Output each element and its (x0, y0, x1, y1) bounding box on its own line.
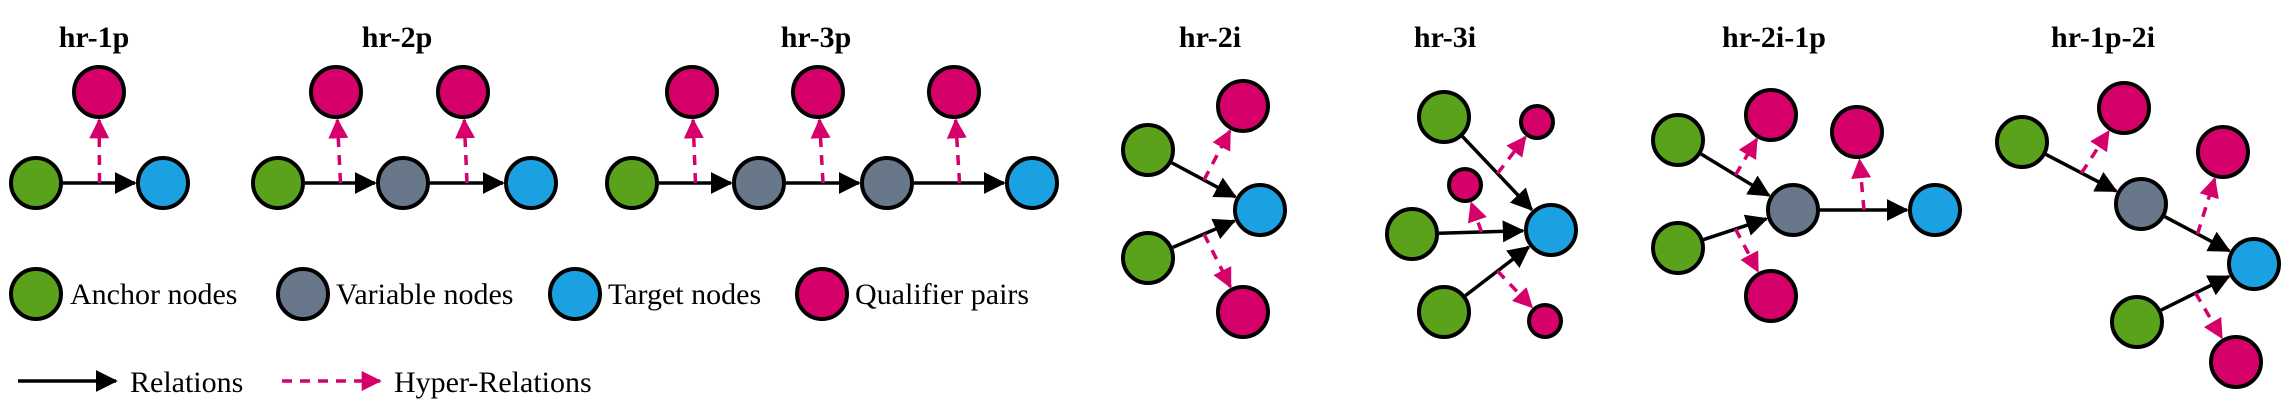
qualifier-node-hr-1p-2i-q3 (2209, 335, 2263, 389)
hyper-relation-edge-hr-3p-q3 (946, 118, 967, 184)
target-node-hr-2i-1p-t (1908, 183, 1962, 237)
anchor-node-hr-1p-2i-a2 (2110, 295, 2164, 349)
hyper-relation-edge-hr-1p-2i-q1 (2080, 130, 2111, 174)
qualifier-node-hr-1p-q (72, 65, 126, 119)
panel-title-hr-2i-1p: hr-2i-1p (1722, 21, 1826, 54)
qualifier-node-hr-3i-q3 (1527, 303, 1563, 339)
hyper-relation-edge-hr-2i-1p-q1 (1733, 137, 1759, 176)
hyper-relation-edge-hr-3i-q1 (1496, 135, 1527, 175)
target-node-hr-3p-t (1005, 156, 1059, 210)
legend-anchor-swatch (9, 267, 63, 321)
legend-qualifier-label: Qualifier pairs (855, 278, 1029, 311)
legend-target-label: Target nodes (608, 278, 761, 311)
anchor-node-hr-1p-2i-a1 (1995, 115, 2049, 169)
hyper-relation-edge-hr-2p-q1 (328, 118, 349, 184)
qualifier-node-hr-1p-2i-q1 (2097, 81, 2151, 135)
legend-anchor-label: Anchor nodes (70, 278, 237, 311)
nodes-layer (9, 65, 2281, 389)
target-node-hr-1p-t (136, 156, 190, 210)
anchor-node-hr-3i-a2 (1385, 207, 1439, 261)
hyper-relation-edge-hr-3p-q2 (810, 118, 831, 184)
legend: Anchor nodes Variable nodes Target nodes… (9, 267, 1029, 399)
panel-title-hr-1p-2i: hr-1p-2i (2051, 21, 2155, 54)
qualifier-node-hr-2p-q1 (309, 65, 363, 119)
panel-title-hr-2i: hr-2i (1179, 21, 1241, 54)
qualifier-node-hr-3i-q2 (1447, 167, 1483, 203)
relation-edge-hr-1p-2i-a2-t (2160, 274, 2231, 312)
anchor-node-hr-2i-1p-a2 (1651, 221, 1705, 275)
legend-target-swatch (548, 267, 602, 321)
qualifier-node-hr-3p-q2 (791, 65, 845, 119)
hyper-relation-edge-hr-1p-2i-q2 (2195, 177, 2219, 235)
target-node-hr-3i-t (1524, 203, 1578, 257)
hyper-relation-edge-hr-2p-q2 (455, 118, 476, 184)
anchor-node-hr-2p-a (251, 156, 305, 210)
anchor-node-hr-3p-a (605, 156, 659, 210)
qualifier-node-hr-3i-q1 (1519, 104, 1555, 140)
relation-edge-hr-2i-1p-a2-v (1703, 214, 1769, 242)
anchor-node-hr-1p-a (9, 156, 63, 210)
panel-title-hr-1p: hr-1p (59, 21, 130, 54)
qualifier-node-hr-2p-q2 (436, 65, 490, 119)
legend-variable-label: Variable nodes (336, 278, 513, 311)
hyper-relation-edge-hr-3i-q3 (1496, 269, 1534, 309)
panel-title-hr-3p: hr-3p (781, 21, 852, 54)
qualifier-node-hr-3p-q1 (665, 65, 719, 119)
legend-variable-swatch (276, 267, 330, 321)
variable-node-hr-2i-1p-v (1766, 183, 1820, 237)
anchor-node-hr-3i-a1 (1417, 90, 1471, 144)
anchor-node-hr-3i-a3 (1417, 285, 1471, 339)
target-node-hr-2p-t (504, 156, 558, 210)
qualifier-node-hr-2i-1p-q2 (1744, 269, 1798, 323)
target-node-hr-2i-t (1233, 183, 1287, 237)
edges-layer (63, 118, 2231, 340)
variable-node-hr-3p-v1 (732, 156, 786, 210)
variable-node-hr-1p-2i-v (2114, 177, 2168, 231)
hyper-relation-edge-hr-2i-1p-q3 (1851, 158, 1872, 211)
legend-qualifier-swatch (795, 267, 849, 321)
hyper-relation-edge-hr-2i-q1 (1202, 129, 1232, 181)
qualifier-node-hr-2i-q1 (1216, 79, 1270, 133)
hyper-relation-edge-hr-3i-q2 (1467, 201, 1487, 233)
qualifier-node-hr-2i-1p-q3 (1830, 105, 1884, 159)
target-node-hr-1p-2i-t (2227, 237, 2281, 291)
panel-title-hr-3i: hr-3i (1414, 21, 1476, 54)
hyper-relation-edge-hr-3p-q1 (683, 118, 704, 184)
hyper-relation-edge-hr-1p-2i-q3 (2193, 292, 2224, 340)
anchor-node-hr-2i-1p-a1 (1651, 113, 1705, 167)
legend-relations-label: Relations (130, 366, 243, 399)
variable-node-hr-2p-v (376, 156, 430, 210)
anchor-node-hr-2i-a2 (1121, 231, 1175, 285)
qualifier-node-hr-2i-q2 (1216, 285, 1270, 339)
relation-edge-hr-2i-a2-t (1172, 218, 1236, 249)
qualifier-node-hr-2i-1p-q1 (1744, 88, 1798, 142)
panel-title-hr-2p: hr-2p (362, 21, 433, 54)
relation-edge-hr-1p-2i-a1-v (2045, 152, 2118, 193)
qualifier-node-hr-3p-q3 (927, 65, 981, 119)
legend-hyper-relations-label: Hyper-Relations (394, 366, 592, 399)
relation-edge-hr-3i-a3-t (1464, 245, 1531, 297)
hyper-relation-edge-hr-2i-1p-q2 (1733, 228, 1760, 273)
variable-node-hr-3p-v2 (860, 156, 914, 210)
anchor-node-hr-2i-a1 (1121, 123, 1175, 177)
qualifier-node-hr-1p-2i-q2 (2196, 125, 2250, 179)
hyper-relation-edge-hr-2i-q2 (1202, 233, 1233, 289)
